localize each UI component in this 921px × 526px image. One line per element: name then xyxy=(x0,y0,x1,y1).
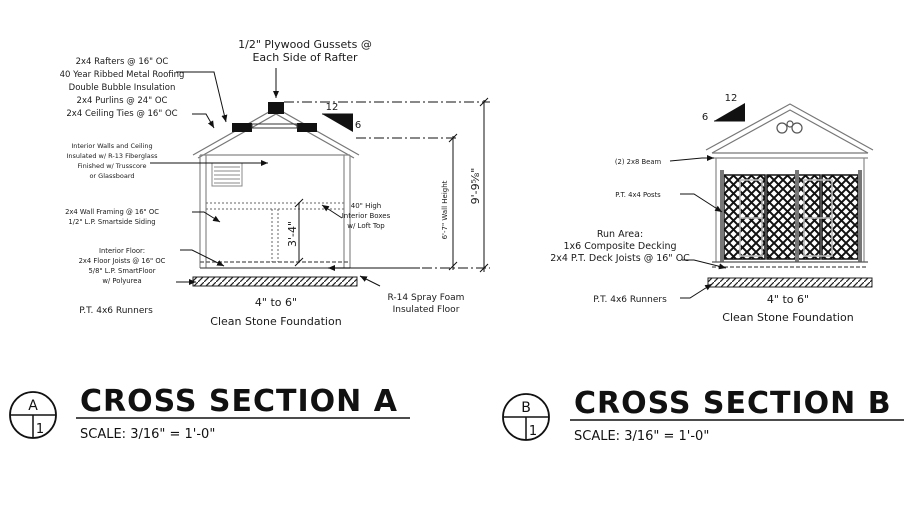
door-frames xyxy=(739,179,833,257)
mesh-panel-1 xyxy=(723,174,766,260)
leaders-a xyxy=(150,68,420,287)
section-a-notes: 1/2" Plywood Gussets @ Each Side of Raft… xyxy=(60,38,482,328)
marker-number-a: 1 xyxy=(36,422,44,437)
note-gussets-2: Each Side of Rafter xyxy=(252,51,357,64)
note-interior-3: Finished w/ Trusscore xyxy=(78,162,147,170)
section-b-notes: (2) 2x8 Beam P.T. 4x4 Posts Run Area: 1x… xyxy=(550,93,854,324)
posts-b xyxy=(720,170,862,262)
section-a-drawing xyxy=(150,68,490,287)
note-boxes-2: Interior Boxes xyxy=(342,212,391,220)
note-ceiling-ties: 2x4 Ceiling Ties @ 16" OC xyxy=(66,109,177,119)
pitch-run-a: 12 xyxy=(326,102,339,113)
note-wall-framing: 2x4 Wall Framing @ 16" OC xyxy=(65,208,159,216)
marker-letter-a: A xyxy=(28,398,38,414)
note-boxes-1: 40" High xyxy=(351,202,381,210)
note-run-1: Run Area: xyxy=(597,229,643,240)
note-boxes-3: w/ Loft Top xyxy=(347,222,385,230)
gable-ornament xyxy=(776,120,803,134)
ceiling-tie xyxy=(251,123,298,129)
floor-a xyxy=(200,261,350,269)
note-rafters: 2x4 Rafters @ 16" OC xyxy=(76,57,169,67)
section-b-scale: SCALE: 3/16" = 1'-0" xyxy=(574,429,709,444)
mesh-panel-4 xyxy=(821,174,859,260)
marker-number-b: 1 xyxy=(529,424,537,439)
runners-a xyxy=(192,276,358,287)
section-b-drawing xyxy=(669,103,874,299)
note-interior-2: Insulated w/ R-13 Fiberglass xyxy=(66,152,158,160)
pitch-rise-b: 6 xyxy=(702,112,708,123)
purlin-block-left xyxy=(232,123,252,132)
note-interior-1: Interior Walls and Ceiling xyxy=(71,142,152,150)
note-run-2: 1x6 Composite Decking xyxy=(563,241,676,252)
note-roofing: 40 Year Ribbed Metal Roofing xyxy=(60,70,185,80)
note-floor-4: w/ Polyurea xyxy=(102,277,141,285)
note-foundation-a-1: 4" to 6" xyxy=(255,296,297,309)
marker-letter-b: B xyxy=(521,400,531,416)
note-spray-1: R-14 Spray Foam xyxy=(388,293,465,303)
note-foundation-a-2: Clean Stone Foundation xyxy=(210,315,341,328)
roof-b xyxy=(705,103,874,154)
note-floor-3: 5/8" L.P. SmartFloor xyxy=(88,267,155,275)
note-bubble: Double Bubble Insulation xyxy=(69,83,176,93)
note-foundation-b-2: Clean Stone Foundation xyxy=(722,311,853,324)
walls-a xyxy=(199,154,351,268)
pitch-rise-a: 6 xyxy=(355,120,361,131)
purlin-block-right xyxy=(297,123,317,132)
note-gussets-1: 1/2" Plywood Gussets @ xyxy=(238,38,372,51)
dim-box-height: 3'-4" xyxy=(286,221,299,247)
pitch-triangle-a xyxy=(322,113,353,132)
note-runners-b: P.T. 4x6 Runners xyxy=(593,295,667,305)
note-purlins: 2x4 Purlins @ 24" OC xyxy=(77,96,168,106)
deck-b xyxy=(712,261,868,268)
note-spray-2: Insulated Floor xyxy=(393,305,460,315)
title-block-a: A 1 CROSS SECTION A SCALE: 3/16" = 1'-0" xyxy=(9,384,410,442)
gable-vent xyxy=(211,162,243,187)
note-siding: 1/2" L.P. Smartside Siding xyxy=(68,218,155,226)
runners-b xyxy=(707,277,873,288)
note-posts: P.T. 4x4 Posts xyxy=(615,191,661,199)
note-interior-4: or Glassboard xyxy=(89,172,134,180)
note-foundation-b-1: 4" to 6" xyxy=(767,293,809,306)
dim-total-height: 9'-9⅝" xyxy=(469,168,482,205)
section-b-title: CROSS SECTION B xyxy=(574,386,892,421)
note-floor-2: 2x4 Floor Joists @ 16" OC xyxy=(79,257,166,265)
pitch-run-b: 12 xyxy=(725,93,738,104)
title-block-b: B 1 CROSS SECTION B SCALE: 3/16" = 1'-0" xyxy=(502,386,904,444)
mesh-panel-3 xyxy=(797,174,821,260)
note-run-3: 2x4 P.T. Deck Joists @ 16" OC xyxy=(550,253,690,264)
ridge-block xyxy=(268,102,284,114)
section-a-scale: SCALE: 3/16" = 1'-0" xyxy=(80,427,215,442)
mesh-panel-2 xyxy=(766,174,797,260)
dimension-lines-a xyxy=(284,97,490,273)
section-a-title: CROSS SECTION A xyxy=(80,384,398,419)
leaders-b xyxy=(669,155,727,299)
pitch-triangle-b xyxy=(714,103,745,122)
dim-wall-height: 6'-7" Wall Height xyxy=(441,180,449,239)
note-floor-1: Interior Floor: xyxy=(99,247,145,255)
note-beam: (2) 2x8 Beam xyxy=(615,158,662,166)
note-runners-a: P.T. 4x6 Runners xyxy=(79,306,153,316)
interior-boxes xyxy=(206,202,344,262)
